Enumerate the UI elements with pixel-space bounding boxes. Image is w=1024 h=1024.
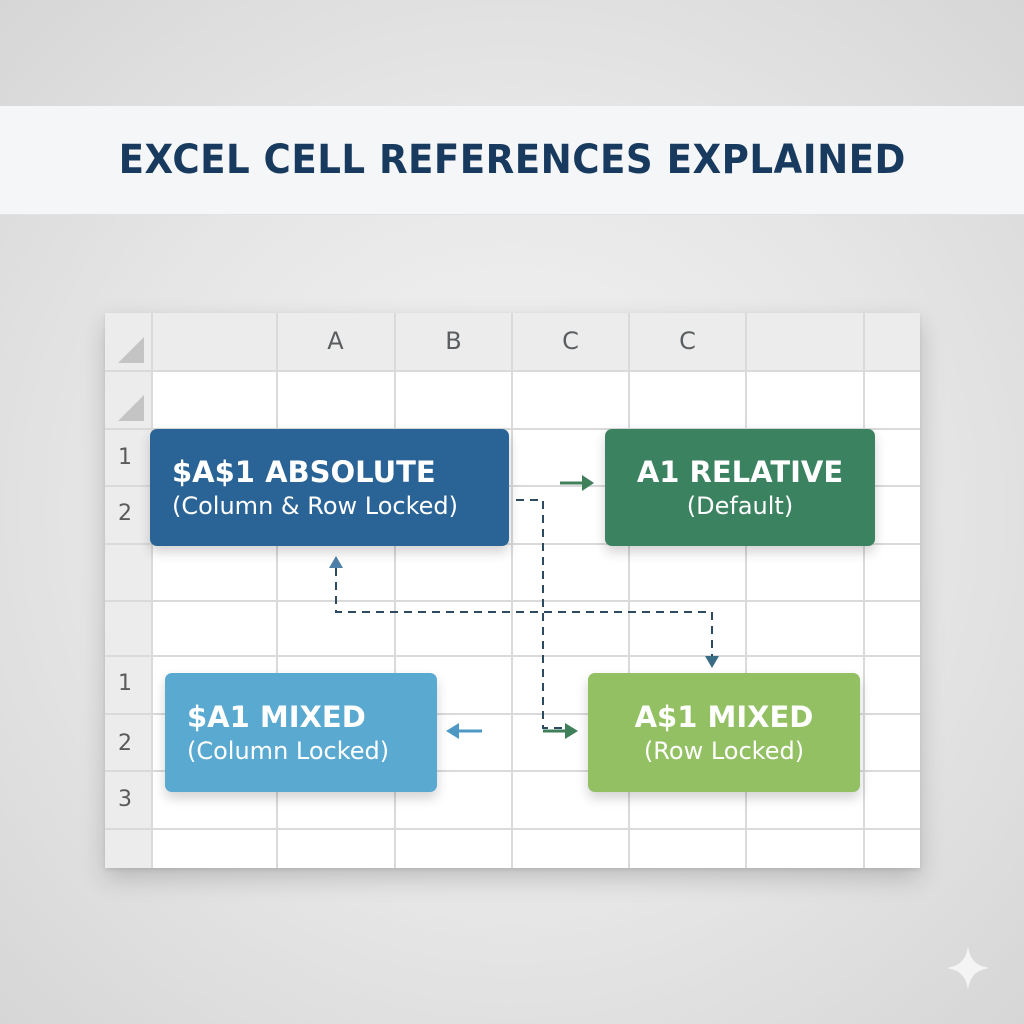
sparkle-star-icon bbox=[946, 946, 990, 990]
grid-line bbox=[745, 313, 747, 868]
grid-line bbox=[105, 770, 920, 772]
card-heading: $A1 MIXED bbox=[187, 699, 366, 734]
row-header-3[interactable]: 3 bbox=[118, 787, 132, 812]
row-header-2[interactable]: 2 bbox=[118, 731, 132, 756]
column-header-b[interactable]: B bbox=[445, 327, 462, 355]
grid-line bbox=[276, 313, 278, 868]
grid-line bbox=[105, 828, 920, 830]
card-subtitle: (Default) bbox=[686, 491, 794, 520]
mixed-column-reference-card[interactable]: $A1 MIXED (Column Locked) bbox=[165, 673, 437, 792]
absolute-reference-card[interactable]: $A$1 ABSOLUTE (Column & Row Locked) bbox=[150, 429, 509, 546]
grid-line bbox=[105, 428, 920, 430]
grid-line bbox=[105, 485, 920, 487]
select-all-triangle-icon bbox=[118, 395, 144, 421]
card-heading: A$1 MIXED bbox=[634, 699, 814, 734]
grid-line bbox=[105, 655, 920, 657]
card-subtitle: (Row Locked) bbox=[643, 736, 805, 765]
column-header-c[interactable]: C bbox=[679, 327, 696, 355]
row-header-1[interactable]: 1 bbox=[118, 445, 132, 470]
card-subtitle: (Column & Row Locked) bbox=[172, 491, 459, 520]
column-header-a[interactable]: A bbox=[327, 327, 344, 355]
grid-line bbox=[511, 313, 513, 868]
row-header-2[interactable]: 2 bbox=[118, 501, 132, 526]
grid-line bbox=[105, 600, 920, 602]
title-banner: EXCEL CELL REFERENCES EXPLAINED bbox=[0, 106, 1024, 214]
grid-line bbox=[105, 713, 920, 715]
row-header-1[interactable]: 1 bbox=[118, 671, 132, 696]
card-heading: A1 RELATIVE bbox=[636, 454, 844, 489]
relative-reference-card[interactable]: A1 RELATIVE (Default) bbox=[605, 429, 875, 546]
page-title: EXCEL CELL REFERENCES EXPLAINED bbox=[118, 137, 906, 183]
select-all-triangle-icon[interactable] bbox=[118, 337, 144, 363]
mixed-row-reference-card[interactable]: A$1 MIXED (Row Locked) bbox=[588, 673, 860, 792]
card-heading: $A$1 ABSOLUTE bbox=[172, 454, 436, 489]
grid-line bbox=[105, 543, 920, 545]
grid-line bbox=[863, 313, 865, 868]
grid-line bbox=[105, 370, 920, 372]
column-header-c[interactable]: C bbox=[562, 327, 579, 355]
card-subtitle: (Column Locked) bbox=[187, 736, 390, 765]
grid-line bbox=[151, 313, 153, 868]
